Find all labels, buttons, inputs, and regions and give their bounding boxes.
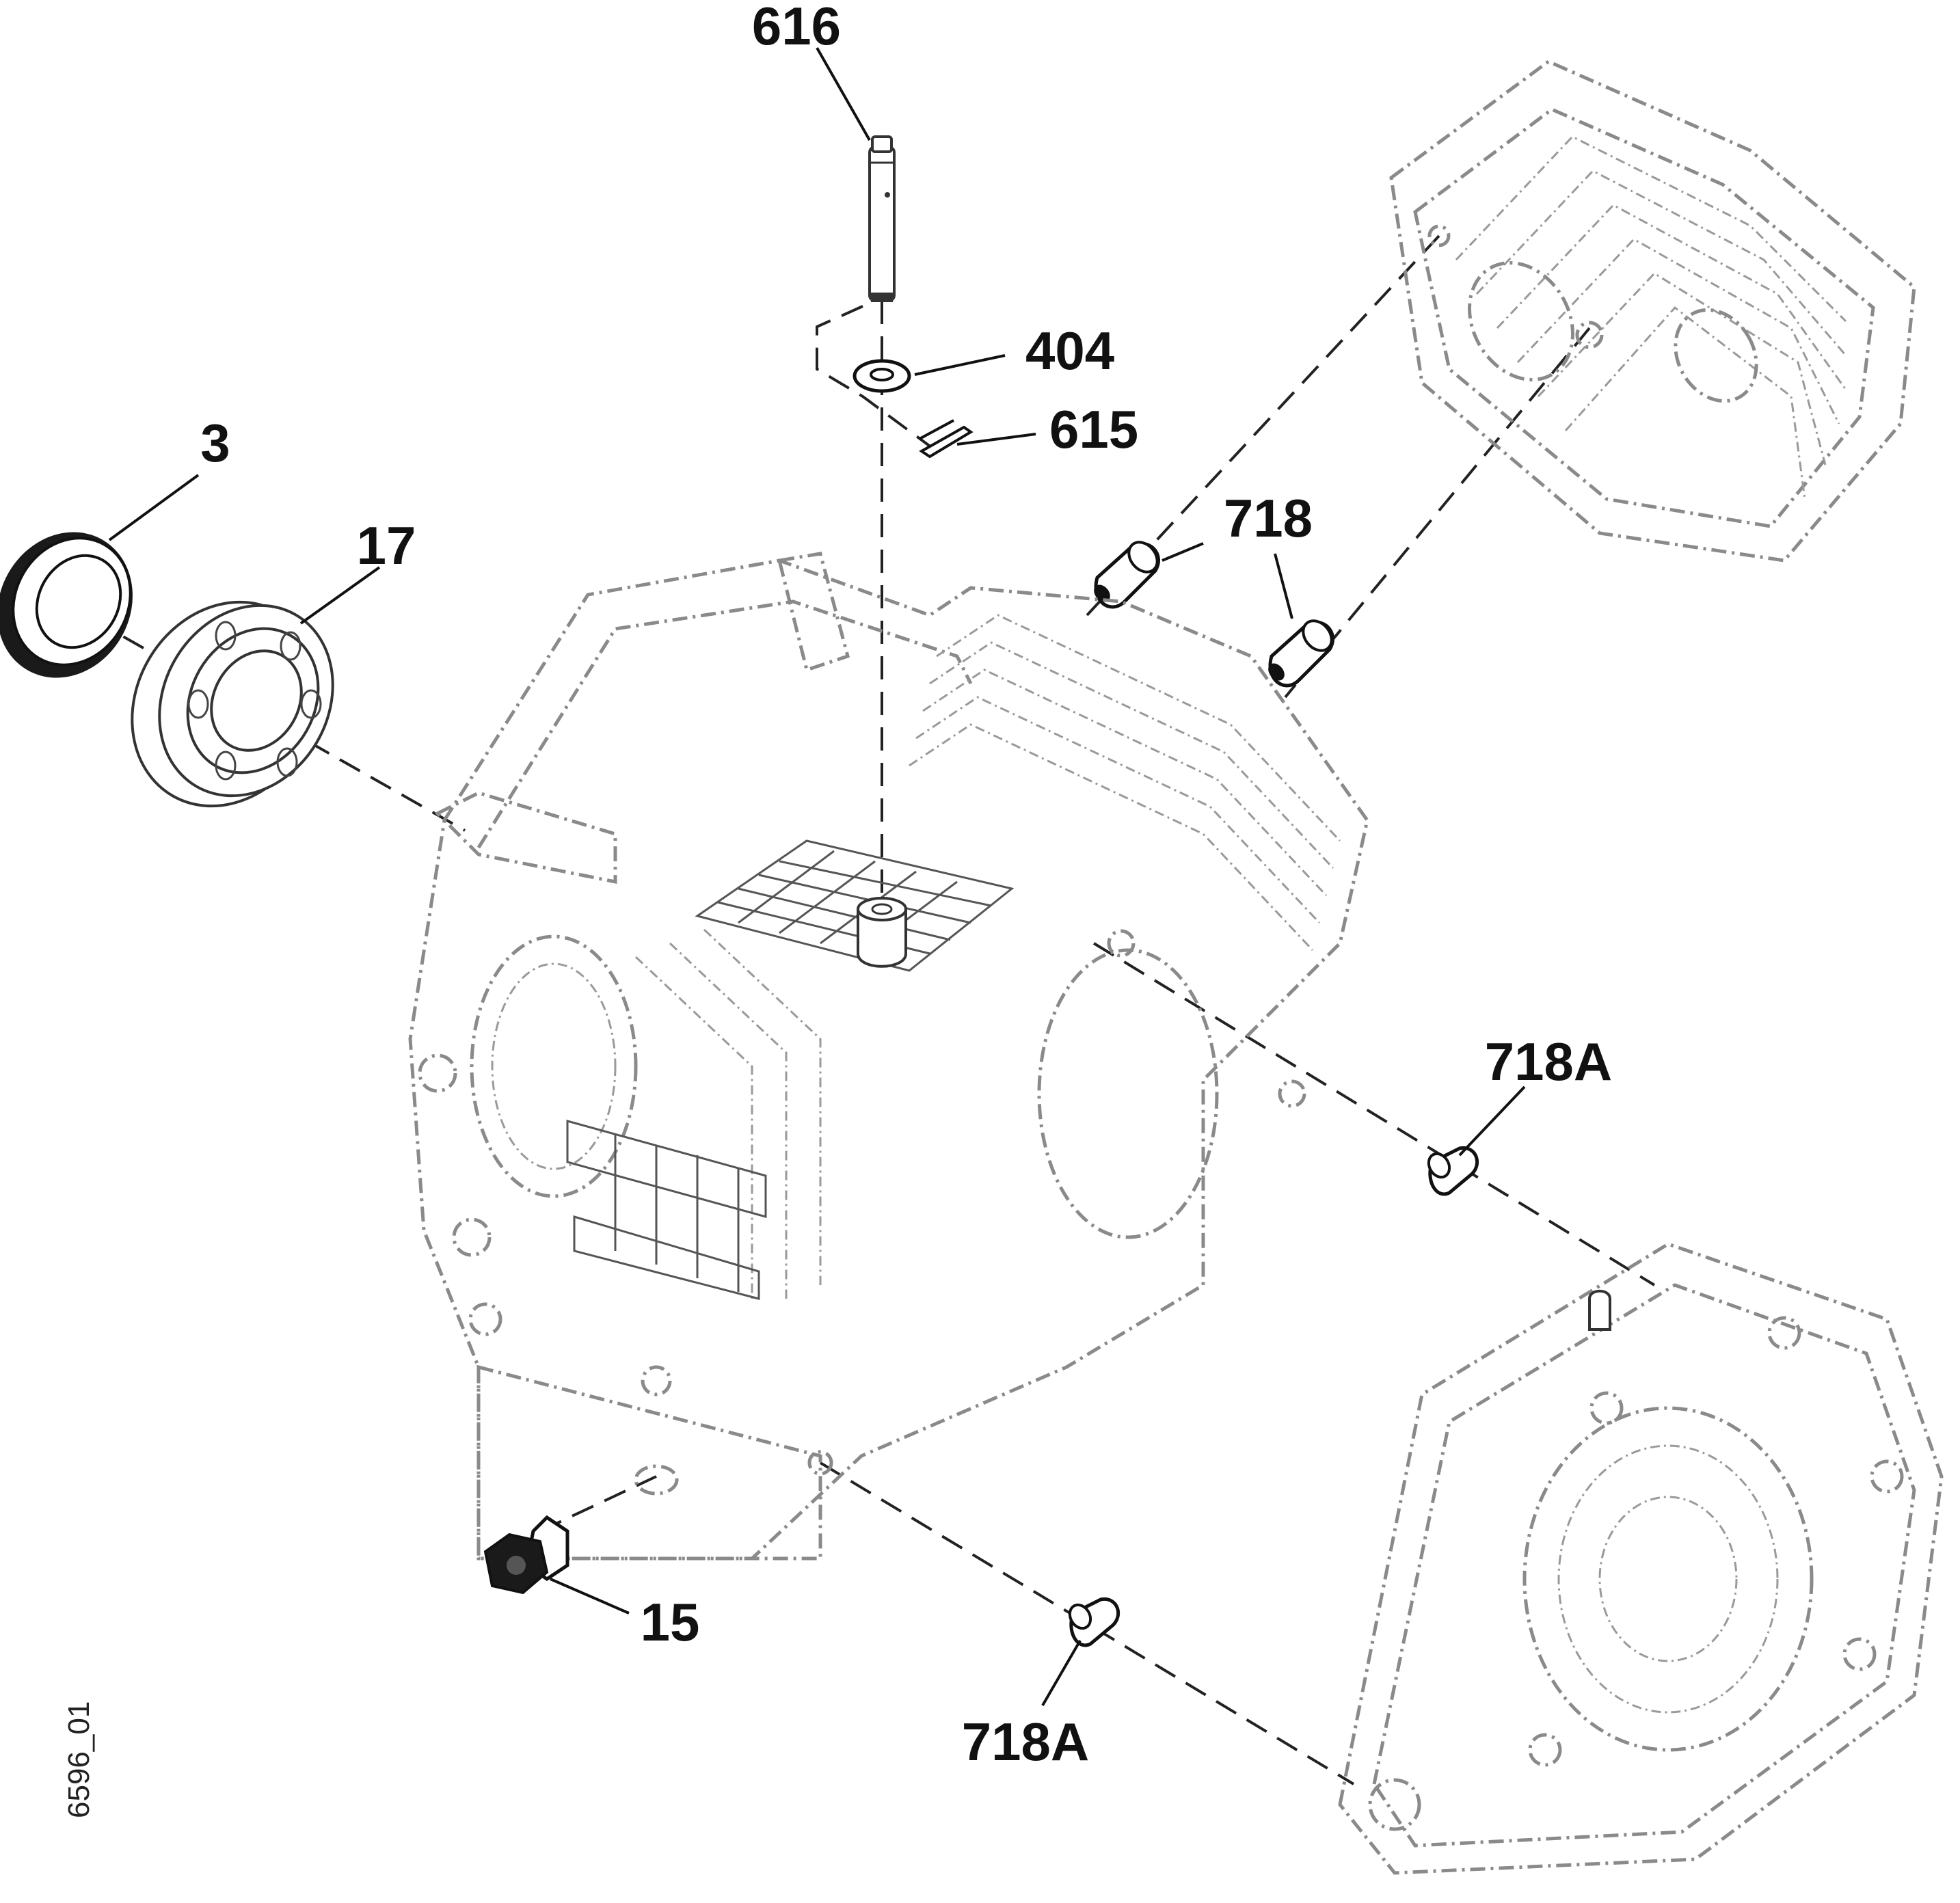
bearing-17 bbox=[131, 600, 334, 808]
callout-718a-bottom: 718A bbox=[962, 1712, 1089, 1772]
cylinder-head-ghost bbox=[1389, 59, 1916, 563]
dowel-718a-right bbox=[1427, 1146, 1479, 1196]
assembly-axis-lines bbox=[61, 234, 1656, 1785]
callout-3: 3 bbox=[200, 413, 230, 473]
callout-616: 616 bbox=[752, 0, 841, 56]
callout-718: 718 bbox=[1224, 488, 1313, 548]
callout-404: 404 bbox=[1025, 321, 1114, 381]
callout-615: 615 bbox=[1049, 399, 1138, 459]
callout-17: 17 bbox=[357, 515, 416, 576]
pin-616 bbox=[868, 135, 896, 302]
dowel-718-upper bbox=[1094, 541, 1161, 609]
washer-404 bbox=[853, 359, 911, 393]
callout-718a-right: 718A bbox=[1485, 1031, 1612, 1092]
dowel-718-lower bbox=[1268, 619, 1335, 688]
leader-lines bbox=[108, 47, 1526, 1707]
callout-labels: 616 404 615 3 17 718 718A 15 718A bbox=[200, 0, 1612, 1772]
callout-15: 15 bbox=[641, 1592, 700, 1652]
crankcase-block-ghost bbox=[408, 552, 1369, 1561]
oil-seal-3 bbox=[0, 532, 133, 678]
drawing-id: 6596_01 bbox=[62, 1701, 96, 1818]
drain-plug-15 bbox=[483, 1515, 569, 1595]
block-top-grid bbox=[566, 839, 1015, 1300]
crankcase-cover-ghost bbox=[1338, 1242, 1944, 1875]
clip-615 bbox=[919, 419, 974, 459]
dowel-718a-bottom bbox=[1068, 1597, 1120, 1647]
